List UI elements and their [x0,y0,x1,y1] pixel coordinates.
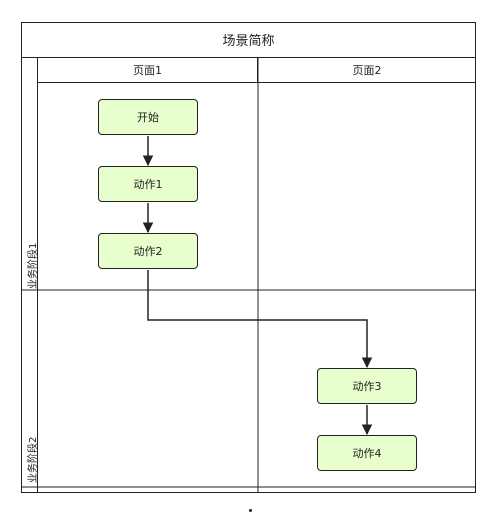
node-start[interactable]: 开始 [98,99,198,135]
node-action4[interactable]: 动作4 [317,435,417,471]
node-action3[interactable]: 动作3 [317,368,417,404]
node-action1[interactable]: 动作1 [98,166,198,202]
edge-action2-action3 [147,270,373,369]
dot-mark [249,509,252,512]
column-header-page2: 页面2 [258,58,476,83]
node-action2[interactable]: 动作2 [98,233,198,269]
swimlane-pool [21,22,476,493]
pool-title: 场景简称 [21,22,476,58]
lane-label-rail [21,58,38,493]
